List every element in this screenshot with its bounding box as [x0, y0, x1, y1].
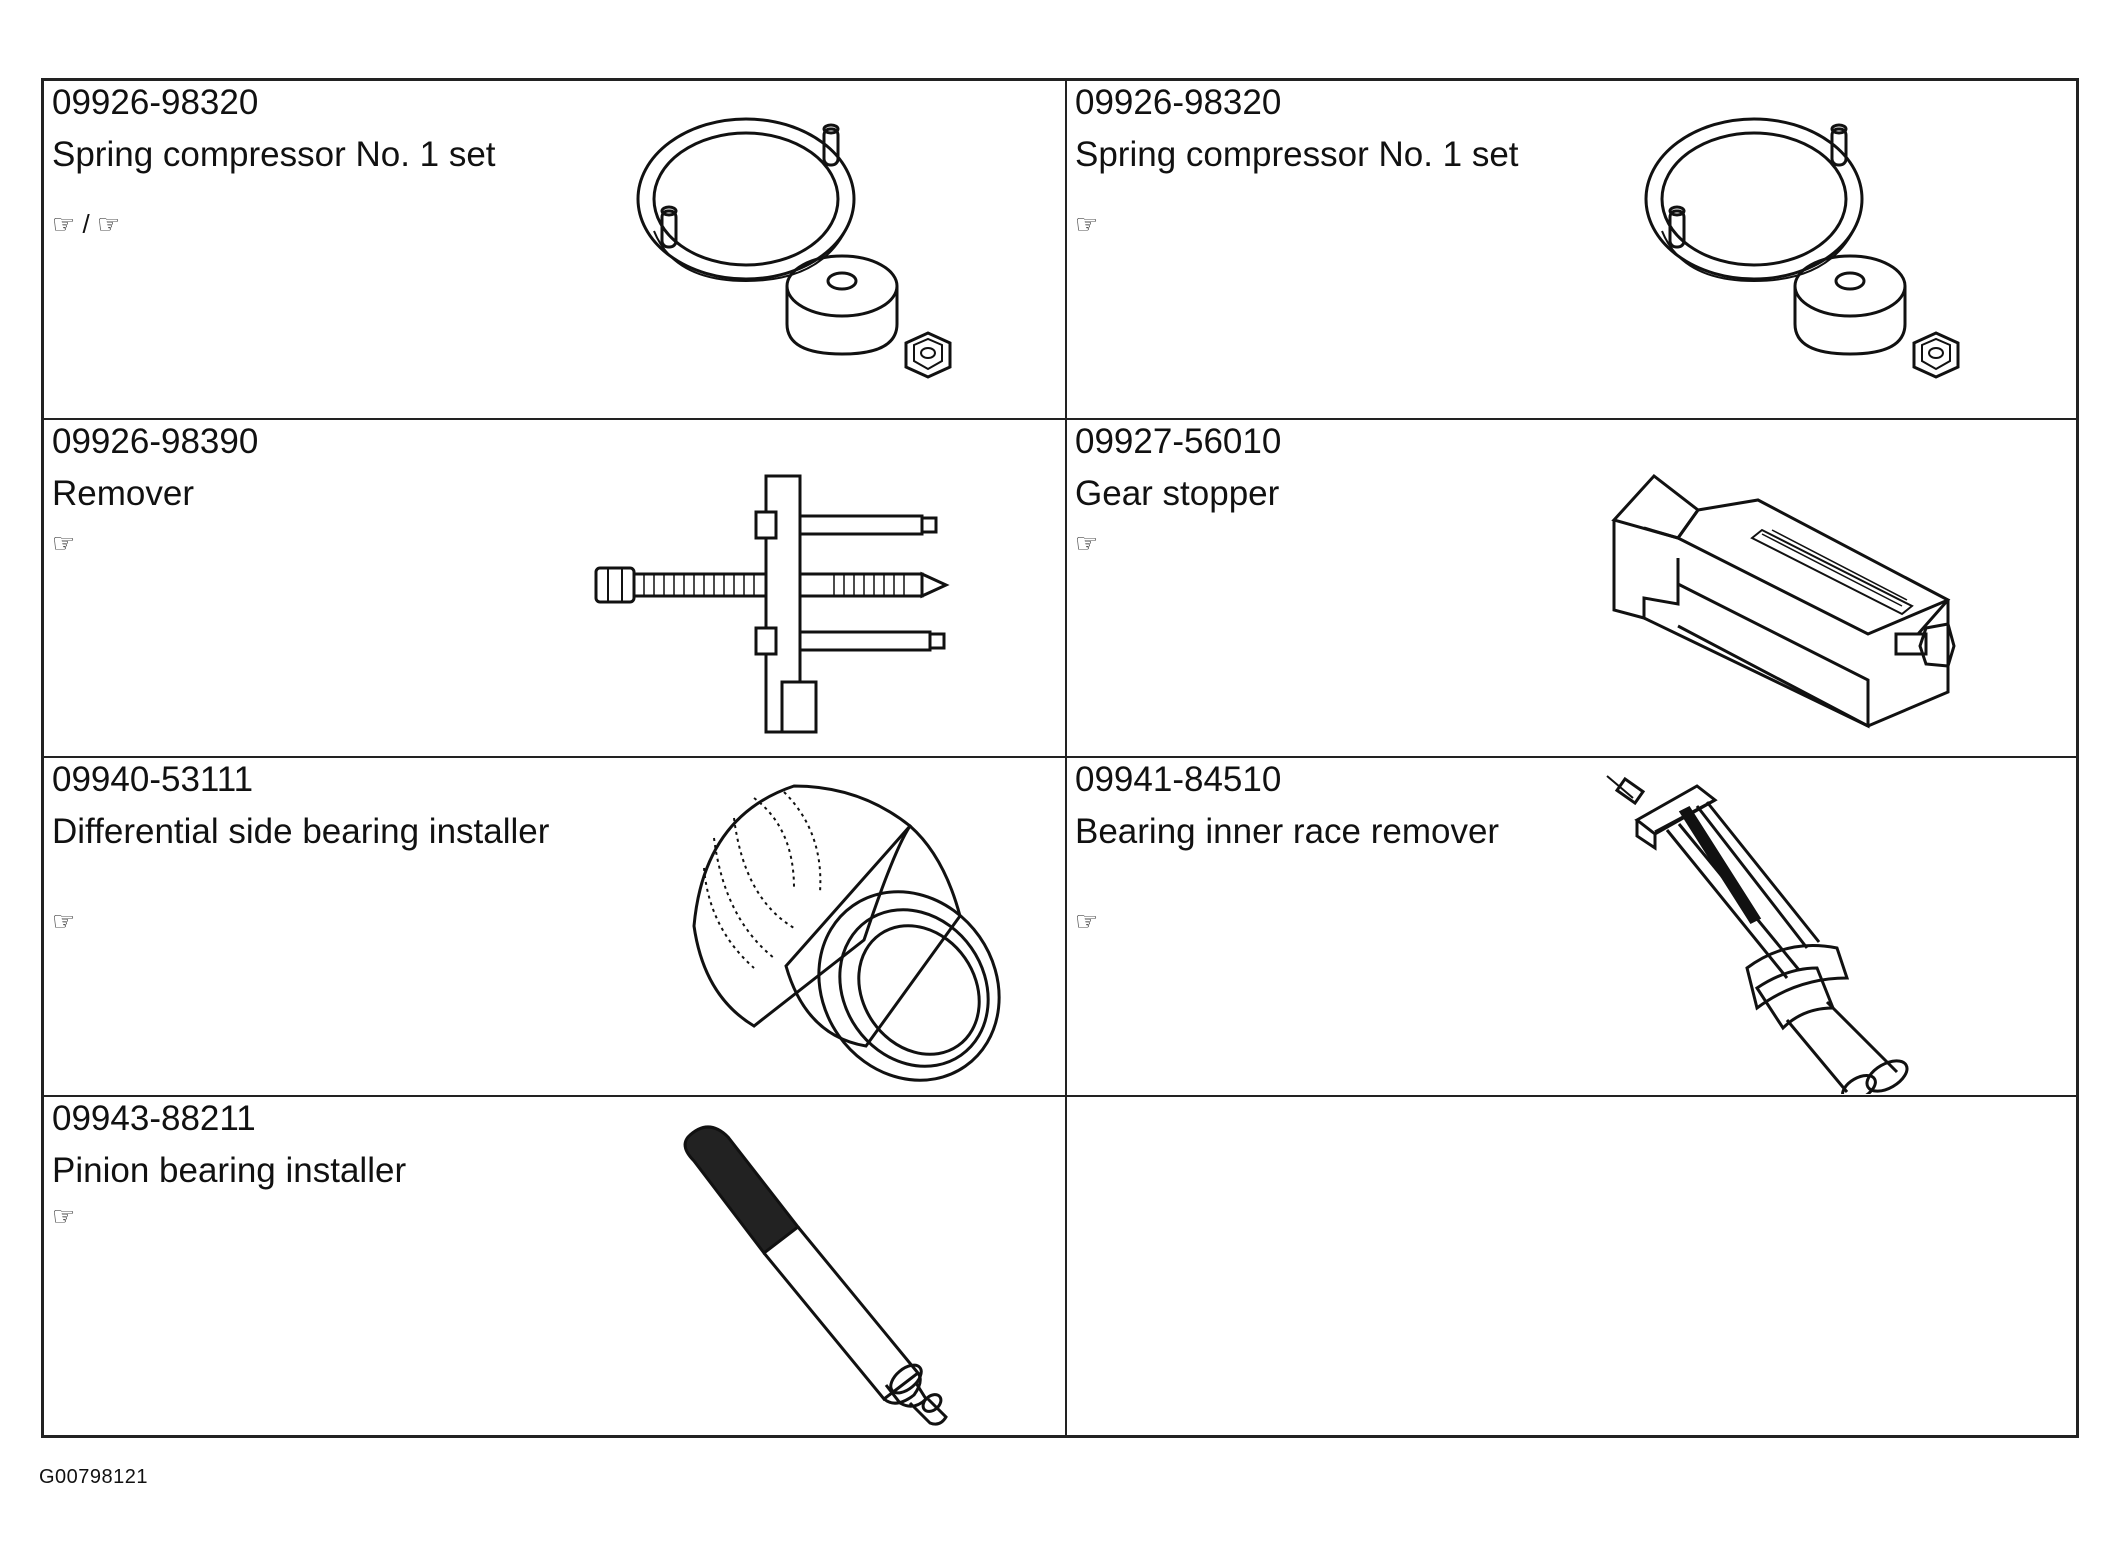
part-number: 09926-98390	[52, 421, 259, 461]
reference-pointer[interactable]: ☞	[52, 1200, 76, 1231]
part-number: 09943-88211	[52, 1098, 256, 1138]
inner-race-remover-illustration	[1597, 758, 2076, 1095]
part-number: 09941-84510	[1075, 760, 1282, 799]
tool-cell: 09941-84510 Bearing inner race remover ☞	[1067, 758, 2076, 1097]
tool-name: Gear stopper	[1075, 473, 1280, 513]
tool-name: Bearing inner race remover	[1075, 812, 1500, 851]
remover-illustration	[584, 420, 1064, 756]
reference-pointer[interactable]: ☞	[52, 527, 76, 558]
reference-pointer[interactable]: ☞	[1075, 209, 1099, 239]
part-number: 09927-56010	[1075, 421, 1282, 461]
spring-compressor-illustration	[1622, 81, 2076, 417]
part-number: 09940-53111	[52, 760, 254, 799]
tool-cell: 09943-88211 Pinion bearing installer ☞	[44, 1096, 1067, 1435]
tool-cell: 09926-98320 Spring compressor No. 1 set …	[44, 81, 1067, 420]
tool-cell: 09940-53111 Differential side bearing in…	[44, 758, 1067, 1097]
tool-name: Spring compressor No. 1 set	[52, 135, 496, 174]
pinion-installer-illustration	[644, 1097, 1065, 1433]
reference-pointer[interactable]: ☞	[1075, 906, 1099, 936]
tool-cell: 09927-56010 Gear stopper ☞	[1067, 420, 2076, 758]
tool-name: Spring compressor No. 1 set	[1075, 135, 1519, 174]
part-number: 09926-98320	[1075, 83, 1282, 122]
tool-cell: 09926-98390 Remover ☞	[44, 419, 1067, 758]
bearing-installer-illustration	[644, 758, 1065, 1094]
empty-cell	[1067, 1097, 2076, 1436]
gear-stopper-illustration	[1602, 420, 2076, 756]
part-number: 09926-98320	[52, 83, 259, 122]
reference-pointer[interactable]: ☞	[52, 906, 76, 936]
tool-name: Pinion bearing installer	[52, 1150, 407, 1190]
spring-compressor-illustration	[614, 81, 1065, 417]
tool-name: Differential side bearing installer	[52, 812, 550, 851]
figure-id: G00798121	[39, 1466, 149, 1488]
tool-cell: 09926-98320 Spring compressor No. 1 set …	[1067, 81, 2076, 420]
reference-pointer[interactable]: ☞ / ☞	[52, 209, 121, 239]
reference-pointer[interactable]: ☞	[1075, 527, 1099, 558]
tool-name: Remover	[52, 473, 194, 513]
special-tools-table: 09926-98320 Spring compressor No. 1 set …	[41, 78, 2079, 1438]
